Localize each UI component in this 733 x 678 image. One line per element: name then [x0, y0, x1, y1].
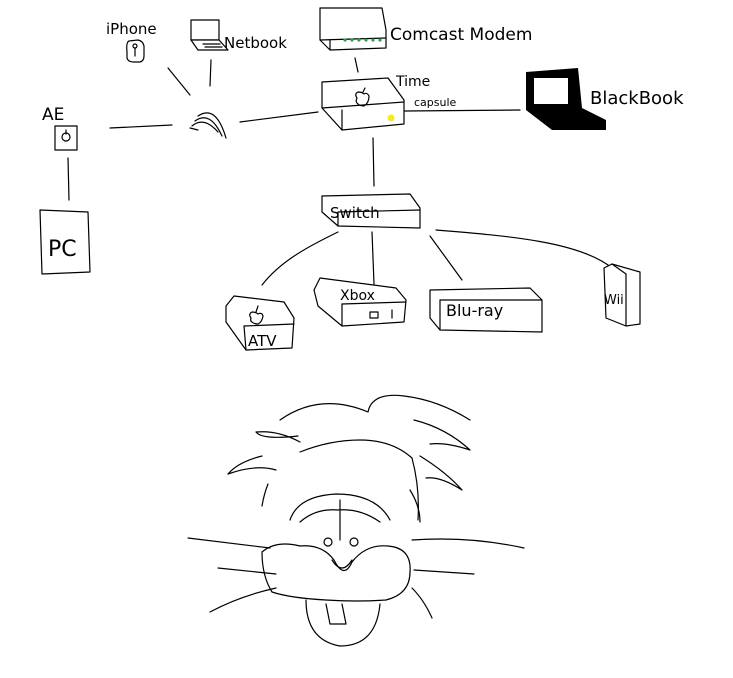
switch-node: Switch — [321, 193, 421, 229]
comcast-modem-node: Comcast Modem — [319, 7, 532, 51]
time-capsule-body-icon — [321, 77, 405, 131]
link-ae-wifi — [109, 124, 173, 129]
bluray-label: Blu-ray — [446, 301, 503, 320]
netbook-screen-icon — [190, 19, 220, 41]
bluray-player-icon — [429, 287, 543, 333]
cat-whiskers — [187, 537, 525, 619]
apple-tv-node: ATV — [225, 295, 295, 351]
wii-label: Wii — [604, 293, 624, 308]
atv-label: ATV — [248, 332, 277, 350]
iphone-node: iPhone — [106, 20, 157, 63]
xbox-node: Xbox — [313, 277, 407, 327]
cartoon-cat-face-drawing — [187, 394, 525, 647]
cat-muzzle — [261, 543, 411, 602]
cat-eyelids — [289, 493, 391, 541]
cat-nose — [331, 559, 353, 569]
time-capsule-node: Time capsule — [321, 74, 457, 131]
link-timecapsule-switch — [372, 137, 375, 187]
link-switch-wii — [435, 229, 613, 269]
connection-lines — [67, 57, 613, 286]
link-switch-bluray — [429, 235, 463, 281]
cat-fur-spikes — [227, 394, 471, 523]
netbook-label: Netbook — [224, 34, 287, 52]
pc-tower-icon — [39, 209, 91, 275]
link-switch-atv — [261, 231, 339, 286]
apple-logo-icon — [355, 91, 370, 107]
blackbook-node: BlackBook — [526, 68, 684, 130]
modem-led-lights — [343, 38, 382, 42]
time-capsule-label-line2: capsule — [414, 96, 457, 109]
switch-label: Switch — [330, 204, 380, 222]
link-modem-timecapsule — [354, 57, 359, 73]
xbox-console-icon — [313, 277, 407, 327]
link-switch-xbox — [371, 231, 375, 285]
wifi-icon — [189, 112, 227, 139]
link-wifi-timecapsule — [239, 111, 319, 123]
xbox-label: Xbox — [340, 288, 375, 304]
cat-eye-left — [323, 537, 333, 547]
cat-tongue — [305, 599, 381, 647]
netbook-base-icon — [190, 39, 229, 51]
wii-node: Wii — [603, 263, 641, 327]
pc-node: PC — [39, 209, 91, 275]
link-netbook-wifi — [209, 59, 212, 87]
netbook-node: Netbook — [190, 19, 287, 52]
bluray-node: Blu-ray — [429, 287, 543, 333]
ae-device-icon — [54, 125, 78, 151]
iphone-icon — [126, 39, 145, 63]
link-ae-pc — [67, 157, 70, 201]
airport-extreme-node: AE — [42, 105, 78, 151]
time-capsule-led — [387, 114, 395, 122]
atv-apple-logo-icon — [249, 311, 264, 325]
pc-label: PC — [48, 237, 77, 262]
time-capsule-label-line1: Time — [395, 74, 430, 90]
ae-label: AE — [42, 105, 64, 125]
blackbook-label: BlackBook — [590, 88, 684, 109]
iphone-label: iPhone — [106, 20, 157, 38]
link-iphone-wifi — [167, 67, 191, 96]
cat-eye-right — [349, 537, 359, 547]
cat-head-outline — [299, 439, 419, 521]
link-timecapsule-blackbook — [404, 109, 521, 112]
modem-label: Comcast Modem — [390, 25, 532, 45]
